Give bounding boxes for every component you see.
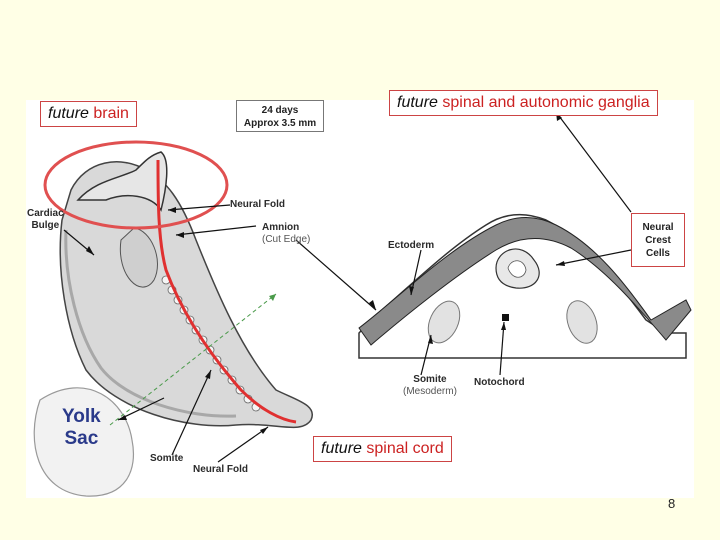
pointer-heads	[86, 112, 565, 434]
neural-fold-top-label: Neural Fold	[230, 199, 286, 210]
somite-left-label: Somite	[150, 453, 184, 464]
somite-right-shape	[566, 300, 598, 344]
notochord-shape	[502, 314, 509, 321]
cardiac-bulge-label: Cardiac Bulge	[27, 208, 64, 232]
age-size: Approx 3.5 mm	[243, 118, 317, 129]
axis-arrow	[109, 293, 277, 426]
axis-arrow-head	[269, 294, 276, 301]
ectoderm-layer	[358, 217, 692, 346]
yolk-line1: Yolk	[62, 406, 101, 427]
age-days: 24 days	[261, 105, 299, 116]
ectoderm-label: Ectoderm	[388, 240, 435, 251]
future-spinal-cord-term: spinal cord	[366, 440, 444, 457]
brain-highlight-oval	[43, 140, 229, 230]
neural-groove-line	[156, 159, 297, 424]
cardiac-label-line1: Cardiac	[27, 208, 64, 219]
future-spinal-cord-prefix: future	[321, 440, 362, 457]
cross-section	[358, 213, 692, 359]
yolk-line2: Sac	[64, 428, 99, 449]
notochord-label: Notochord	[474, 377, 525, 388]
embryo-figure	[26, 100, 694, 498]
yolk-sac-label: Yolk Sac	[62, 406, 101, 450]
cardiac-bulge-shape	[119, 227, 158, 288]
somite-right-sub: (Mesoderm)	[403, 386, 457, 397]
neural-crest-line2: Crest	[645, 235, 671, 246]
cardiac-label-line2: Bulge	[31, 220, 60, 231]
amnion-sub: (Cut Edge)	[262, 234, 311, 245]
yolk-sac-shape	[33, 387, 135, 497]
somite-left-shape	[427, 300, 461, 344]
embryo-illustration	[33, 111, 692, 497]
future-spinal-cord-callout: future spinal cord	[313, 436, 452, 462]
head-fold-shape	[76, 151, 168, 212]
somite-right-text: Somite	[413, 374, 447, 385]
embryo-shadow	[64, 229, 237, 418]
pointer-lines	[63, 111, 632, 463]
future-ganglia-callout: future spinal and autonomic ganglia	[389, 90, 658, 116]
amnion-label: Amnion (Cut Edge)	[262, 222, 310, 246]
neural-tube-lumen	[507, 260, 527, 278]
neural-fold-bottom-label: Neural Fold	[193, 464, 249, 475]
somite-right-label: Somite (Mesoderm)	[403, 374, 457, 398]
neural-crest-line3: Cells	[646, 248, 670, 259]
future-ganglia-term: spinal and autonomic ganglia	[442, 94, 650, 111]
age-box: 24 days Approx 3.5 mm	[236, 100, 324, 132]
amnion-text: Amnion	[262, 222, 300, 233]
future-ganglia-prefix: future	[397, 94, 438, 111]
future-brain-callout: future brain	[40, 101, 137, 127]
neural-crest-line1: Neural	[642, 222, 674, 233]
future-brain-term: brain	[93, 105, 129, 122]
neural-crest-box: Neural Crest Cells	[631, 213, 685, 267]
future-brain-prefix: future	[48, 105, 89, 122]
page-number: 8	[668, 496, 676, 511]
